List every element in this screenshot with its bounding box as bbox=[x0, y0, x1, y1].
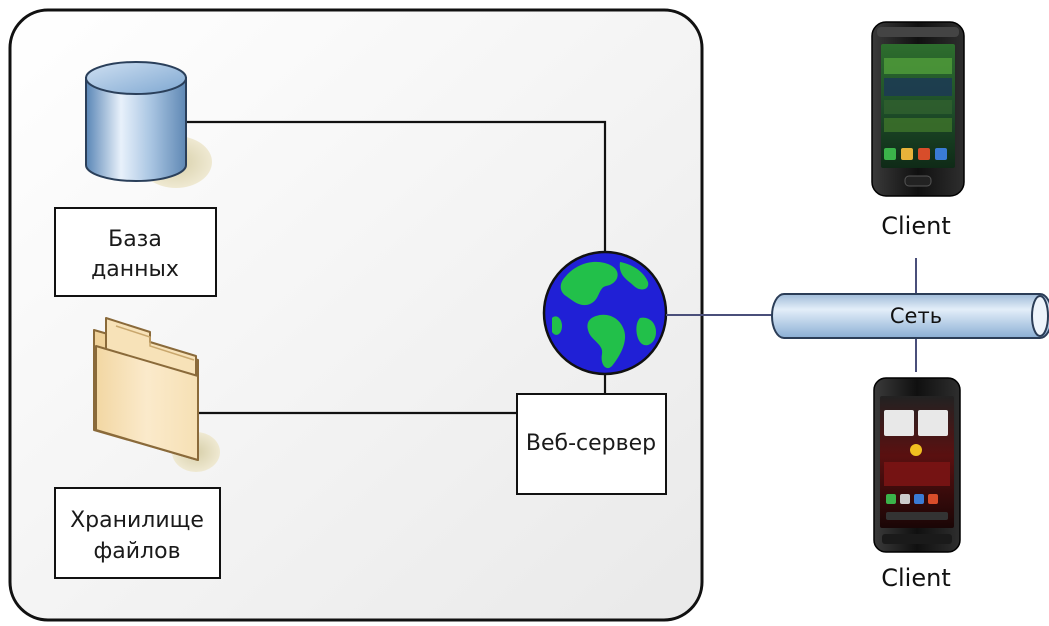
web-server-label-box: Веб-сервер bbox=[516, 393, 667, 495]
database-label-line1: База bbox=[108, 227, 162, 252]
file-storage-label-box: Хранилище файлов bbox=[54, 487, 221, 579]
globe-icon bbox=[542, 250, 668, 376]
client2-label: Client bbox=[881, 564, 950, 592]
client1-label: Client bbox=[881, 212, 950, 240]
database-label-box: База данных bbox=[54, 207, 217, 297]
database-icon bbox=[85, 61, 212, 188]
smartphone-icon bbox=[873, 377, 961, 553]
network-label: Сеть bbox=[890, 304, 942, 328]
folder-icon bbox=[93, 317, 220, 472]
smartphone-icon bbox=[871, 21, 965, 197]
web-server-label: Веб-сервер bbox=[526, 431, 656, 456]
database-label-line2: данных bbox=[91, 257, 179, 282]
db-to-server-line bbox=[186, 120, 607, 270]
file-storage-label-line2: файлов bbox=[93, 539, 180, 564]
file-storage-label-line1: Хранилище bbox=[70, 508, 204, 533]
network-pipe: Сеть bbox=[771, 293, 1049, 339]
